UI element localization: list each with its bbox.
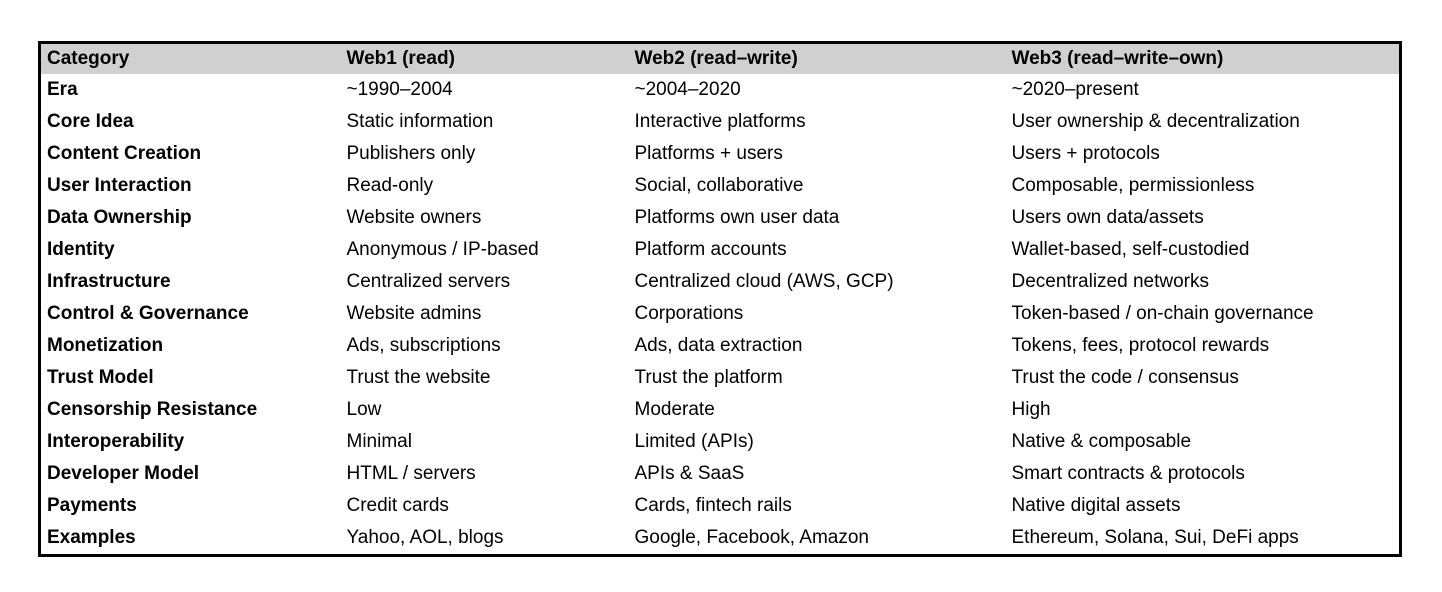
row-label: Era xyxy=(47,79,78,100)
cell-web1: Credit cards xyxy=(346,495,449,516)
cell-web3: Tokens, fees, protocol rewards xyxy=(1011,335,1270,356)
cell-web1: Read-only xyxy=(346,175,434,196)
table-row-trust-model: Trust Model Trust the website Trust the … xyxy=(40,362,1401,394)
cell-web2: Trust the platform xyxy=(634,367,783,388)
cell-web2: Cards, fintech rails xyxy=(634,495,792,516)
table-row-interoperability: Interoperability Minimal Limited (APIs) … xyxy=(40,426,1401,458)
cell-web2: APIs & SaaS xyxy=(634,463,745,484)
table-row-content-creation: Content Creation Publishers only Platfor… xyxy=(40,138,1401,170)
cell-web2: Platforms own user data xyxy=(634,207,840,228)
cell-web2: Centralized cloud (AWS, GCP) xyxy=(634,271,894,292)
row-label: Infrastructure xyxy=(47,271,171,292)
cell-web3: Wallet-based, self-custodied xyxy=(1011,239,1250,260)
column-header-web3: Web3 (read–write–own) xyxy=(1011,48,1224,69)
cell-web1: HTML / servers xyxy=(346,463,476,484)
row-label: Developer Model xyxy=(47,463,200,484)
table-row-payments: Payments Credit cards Cards, fintech rai… xyxy=(40,490,1401,522)
cell-web1: Yahoo, AOL, blogs xyxy=(346,527,504,548)
cell-web3: ~2020–present xyxy=(1011,79,1139,100)
cell-web2: Google, Facebook, Amazon xyxy=(634,527,869,548)
table-row-identity: Identity Anonymous / IP-based Platform a… xyxy=(40,234,1401,266)
column-header-web1: Web1 (read) xyxy=(346,48,455,69)
row-label: Interoperability xyxy=(47,431,185,452)
table-row-monetization: Monetization Ads, subscriptions Ads, dat… xyxy=(40,330,1401,362)
row-label: Censorship Resistance xyxy=(47,399,258,420)
table-row-censorship-resistance: Censorship Resistance Low Moderate High xyxy=(40,394,1401,426)
row-label: Core Idea xyxy=(47,111,134,132)
table-row-core-idea: Core Idea Static information Interactive… xyxy=(40,106,1401,138)
table-row-examples: Examples Yahoo, AOL, blogs Google, Faceb… xyxy=(40,522,1401,556)
cell-web1: Anonymous / IP-based xyxy=(346,239,539,260)
column-header-category: Category xyxy=(47,48,130,69)
cell-web1: Trust the website xyxy=(346,367,491,388)
cell-web3: High xyxy=(1011,399,1051,420)
cell-web1: Minimal xyxy=(346,431,412,452)
cell-web2: Ads, data extraction xyxy=(634,335,803,356)
row-label: Trust Model xyxy=(47,367,154,388)
table-row-control-governance: Control & Governance Website admins Corp… xyxy=(40,298,1401,330)
cell-web1: Low xyxy=(346,399,382,420)
cell-web3: Users own data/assets xyxy=(1011,207,1204,228)
cell-web1: Website owners xyxy=(346,207,482,228)
cell-web2: ~2004–2020 xyxy=(634,79,741,100)
cell-web1: ~1990–2004 xyxy=(346,79,453,100)
row-label: Examples xyxy=(47,527,136,548)
cell-web2: Social, collaborative xyxy=(634,175,804,196)
cell-web1: Ads, subscriptions xyxy=(346,335,501,356)
cell-web3: Users + protocols xyxy=(1011,143,1160,164)
cell-web3: Token-based / on-chain governance xyxy=(1011,303,1314,324)
row-label: Monetization xyxy=(47,335,164,356)
cell-web1: Publishers only xyxy=(346,143,476,164)
column-header-web2: Web2 (read–write) xyxy=(634,48,798,69)
row-label: Control & Governance xyxy=(47,303,249,324)
cell-web3: Decentralized networks xyxy=(1011,271,1209,292)
cell-web3: User ownership & decentralization xyxy=(1011,111,1300,132)
row-label: Data Ownership xyxy=(47,207,192,228)
row-label: Payments xyxy=(47,495,137,516)
table-row-infrastructure: Infrastructure Centralized servers Centr… xyxy=(40,266,1401,298)
cell-web2: Moderate xyxy=(634,399,715,420)
cell-web2: Interactive platforms xyxy=(634,111,806,132)
cell-web1: Centralized servers xyxy=(346,271,511,292)
row-label: User Interaction xyxy=(47,175,192,196)
cell-web3: Native & composable xyxy=(1011,431,1192,452)
header-row: Category Web1 (read) Web2 (read–write) W… xyxy=(39,42,1401,74)
cell-web3: Composable, permissionless xyxy=(1011,175,1255,196)
row-label: Identity xyxy=(47,239,115,260)
cell-web2: Platform accounts xyxy=(634,239,787,260)
cell-web2: Platforms + users xyxy=(634,143,783,164)
cell-web3: Smart contracts & protocols xyxy=(1011,463,1245,484)
cell-web1: Website admins xyxy=(346,303,482,324)
table-row-developer-model: Developer Model HTML / servers APIs & Sa… xyxy=(40,458,1401,490)
row-label: Content Creation xyxy=(47,143,202,164)
web-eras-comparison-table: Category Web1 (read) Web2 (read–write) W… xyxy=(38,41,1402,557)
cell-web3: Ethereum, Solana, Sui, DeFi apps xyxy=(1011,527,1299,548)
cell-web3: Trust the code / consensus xyxy=(1011,367,1239,388)
cell-web1: Static information xyxy=(346,111,494,132)
cell-web2: Corporations xyxy=(634,303,744,324)
table-row-user-interaction: User Interaction Read-only Social, colla… xyxy=(40,170,1401,202)
table-row-data-ownership: Data Ownership Website owners Platforms … xyxy=(40,202,1401,234)
cell-web3: Native digital assets xyxy=(1011,495,1181,516)
table-row-era: Era ~1990–2004 ~2004–2020 ~2020–present xyxy=(40,74,1401,106)
cell-web2: Limited (APIs) xyxy=(634,431,754,452)
